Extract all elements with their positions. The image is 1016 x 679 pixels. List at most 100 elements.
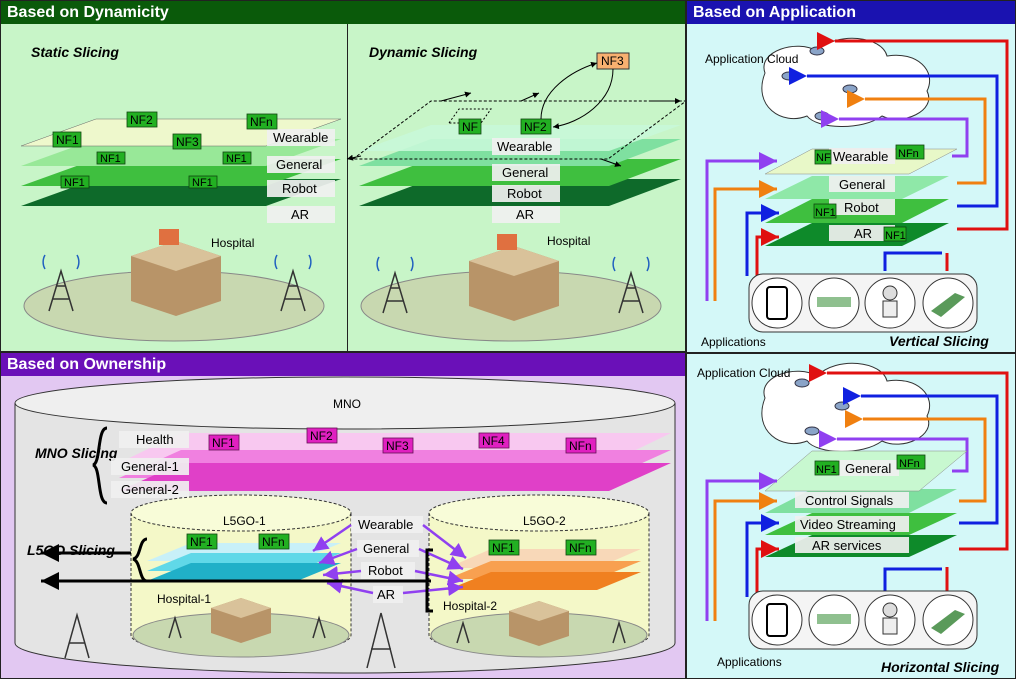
dynamicity-divider xyxy=(347,24,348,351)
dynamicity-diagram: Static Slicing Wearable General Robot AR… xyxy=(20,44,685,342)
application-panel: Based on Application Application Cloud xyxy=(686,0,1016,679)
cell-tower-icon xyxy=(274,254,312,312)
device-icons xyxy=(751,594,974,646)
l5go-slice-label: AR xyxy=(377,587,395,602)
hospital-building-icon xyxy=(469,234,559,321)
l5go2-cylinder xyxy=(428,494,650,532)
mno-slicing-title: MNO Slicing xyxy=(35,445,118,461)
mno-slice-label: General-2 xyxy=(121,482,179,497)
robot-icon xyxy=(882,285,898,301)
vertical-slicing-title: Vertical Slicing xyxy=(889,333,989,349)
vertical-slice-label: AR xyxy=(854,226,872,241)
ownership-panel: Based on Ownership MNO MNO Slicing Healt… xyxy=(0,352,686,679)
nf-box: NF1 xyxy=(100,153,121,165)
application-diagram: Application Cloud Wearable General Robot… xyxy=(697,32,1009,675)
nf-box: NFn xyxy=(262,535,285,549)
database-icon xyxy=(842,84,858,94)
database-icon xyxy=(834,401,850,411)
nf-box: NF2 xyxy=(524,120,547,134)
nf-box: NF2 xyxy=(310,429,333,443)
device-icons xyxy=(751,277,974,329)
nf-box: NF1 xyxy=(816,464,837,476)
static-slice-label: Wearable xyxy=(273,130,328,145)
nf-box: NF xyxy=(816,152,831,164)
l5go2-label: L5GO-2 xyxy=(523,514,566,528)
ownership-diagram: MNO MNO Slicing Health General-1 General… xyxy=(14,376,676,674)
nf-box: NF1 xyxy=(815,207,836,219)
nf-box: NF1 xyxy=(192,177,213,189)
nf-box: NF1 xyxy=(226,153,247,165)
nf-box: NFn xyxy=(898,148,919,160)
dynamic-slice-label: General xyxy=(502,165,548,180)
nf-box: NF1 xyxy=(64,177,85,189)
vertical-slice-label: Wearable xyxy=(833,149,888,164)
horizontal-slicing-title: Horizontal Slicing xyxy=(881,659,1000,675)
l5go-slice-label: Robot xyxy=(368,563,403,578)
application-header: Based on Application xyxy=(687,1,1015,24)
hospital-building-icon xyxy=(131,229,221,316)
nf-box: NF xyxy=(462,120,478,134)
ar-glasses-icon xyxy=(931,293,965,317)
horizontal-slice-label: General xyxy=(845,461,891,476)
horizontal-slice-label: Video Streaming xyxy=(800,517,896,532)
mno-label: MNO xyxy=(333,397,361,411)
horizontal-slice-label: Control Signals xyxy=(805,493,894,508)
cell-tower-icon xyxy=(612,256,650,314)
static-slice-label: Robot xyxy=(282,181,317,196)
cloud-label: Application Cloud xyxy=(705,52,798,66)
cell-tower-icon xyxy=(64,612,90,659)
robot-icon xyxy=(882,602,898,618)
nf-box: NFn xyxy=(569,541,592,555)
vertical-slice-label: General xyxy=(839,177,885,192)
site-label: Hospital xyxy=(211,236,254,250)
cell-tower-icon xyxy=(168,615,182,639)
dynamic-slice-label: Wearable xyxy=(497,139,552,154)
applications-tray xyxy=(748,273,978,333)
l5go1-cylinder xyxy=(130,494,352,532)
application-divider xyxy=(687,352,1015,354)
l5go-slice-label: General xyxy=(363,541,409,556)
nf-box: NF1 xyxy=(212,436,235,450)
hospital-2-label: Hospital-2 xyxy=(443,599,497,613)
nf-box: NF1 xyxy=(56,133,79,147)
cell-tower-icon xyxy=(376,256,414,314)
cell-tower-icon xyxy=(456,620,470,644)
nf-box: NF2 xyxy=(130,113,153,127)
cell-tower-icon xyxy=(312,615,326,639)
cell-tower-icon xyxy=(612,620,626,644)
mno-cylinder xyxy=(14,376,676,430)
applications-label: Applications xyxy=(701,335,766,349)
static-slice-label: General xyxy=(276,157,322,172)
cloud-label: Application Cloud xyxy=(697,366,790,380)
horizontal-slice-label: AR services xyxy=(812,538,882,553)
nf-box: NFn xyxy=(569,439,592,453)
dynamic-slicing-title: Dynamic Slicing xyxy=(369,44,478,60)
nf-box: NF1 xyxy=(190,535,213,549)
ar-glasses-icon xyxy=(931,610,965,634)
dynamic-slice-label: Robot xyxy=(507,186,542,201)
hospital-1-label: Hospital-1 xyxy=(157,592,211,606)
static-slice-label: AR xyxy=(291,207,309,222)
database-icon xyxy=(809,46,825,56)
hospital-building-icon xyxy=(509,601,569,646)
nf-box: NF3 xyxy=(386,439,409,453)
dynamicity-panel: Based on Dynamicity Static Slicing Weara… xyxy=(0,0,686,352)
nf-box: NF1 xyxy=(492,541,515,555)
site-label: Hospital xyxy=(547,234,590,248)
smartphone-icon xyxy=(766,603,788,637)
dynamicity-header: Based on Dynamicity xyxy=(1,1,685,24)
l5go-slice-label: Wearable xyxy=(358,517,413,532)
nf-box: NF1 xyxy=(885,230,906,242)
nf-box: NF3 xyxy=(176,135,199,149)
nf-box: NF3 xyxy=(601,54,624,68)
applications-label: Applications xyxy=(717,655,782,669)
cell-tower-icon xyxy=(42,254,80,312)
vertical-slice-label: Robot xyxy=(844,200,879,215)
ownership-header: Based on Ownership xyxy=(1,353,685,376)
mno-slice-label: Health xyxy=(136,432,174,447)
applications-tray xyxy=(748,590,978,650)
static-slicing-title: Static Slicing xyxy=(31,44,119,60)
database-icon xyxy=(794,378,810,388)
dynamic-slice-label: AR xyxy=(516,207,534,222)
database-icon xyxy=(814,111,830,121)
